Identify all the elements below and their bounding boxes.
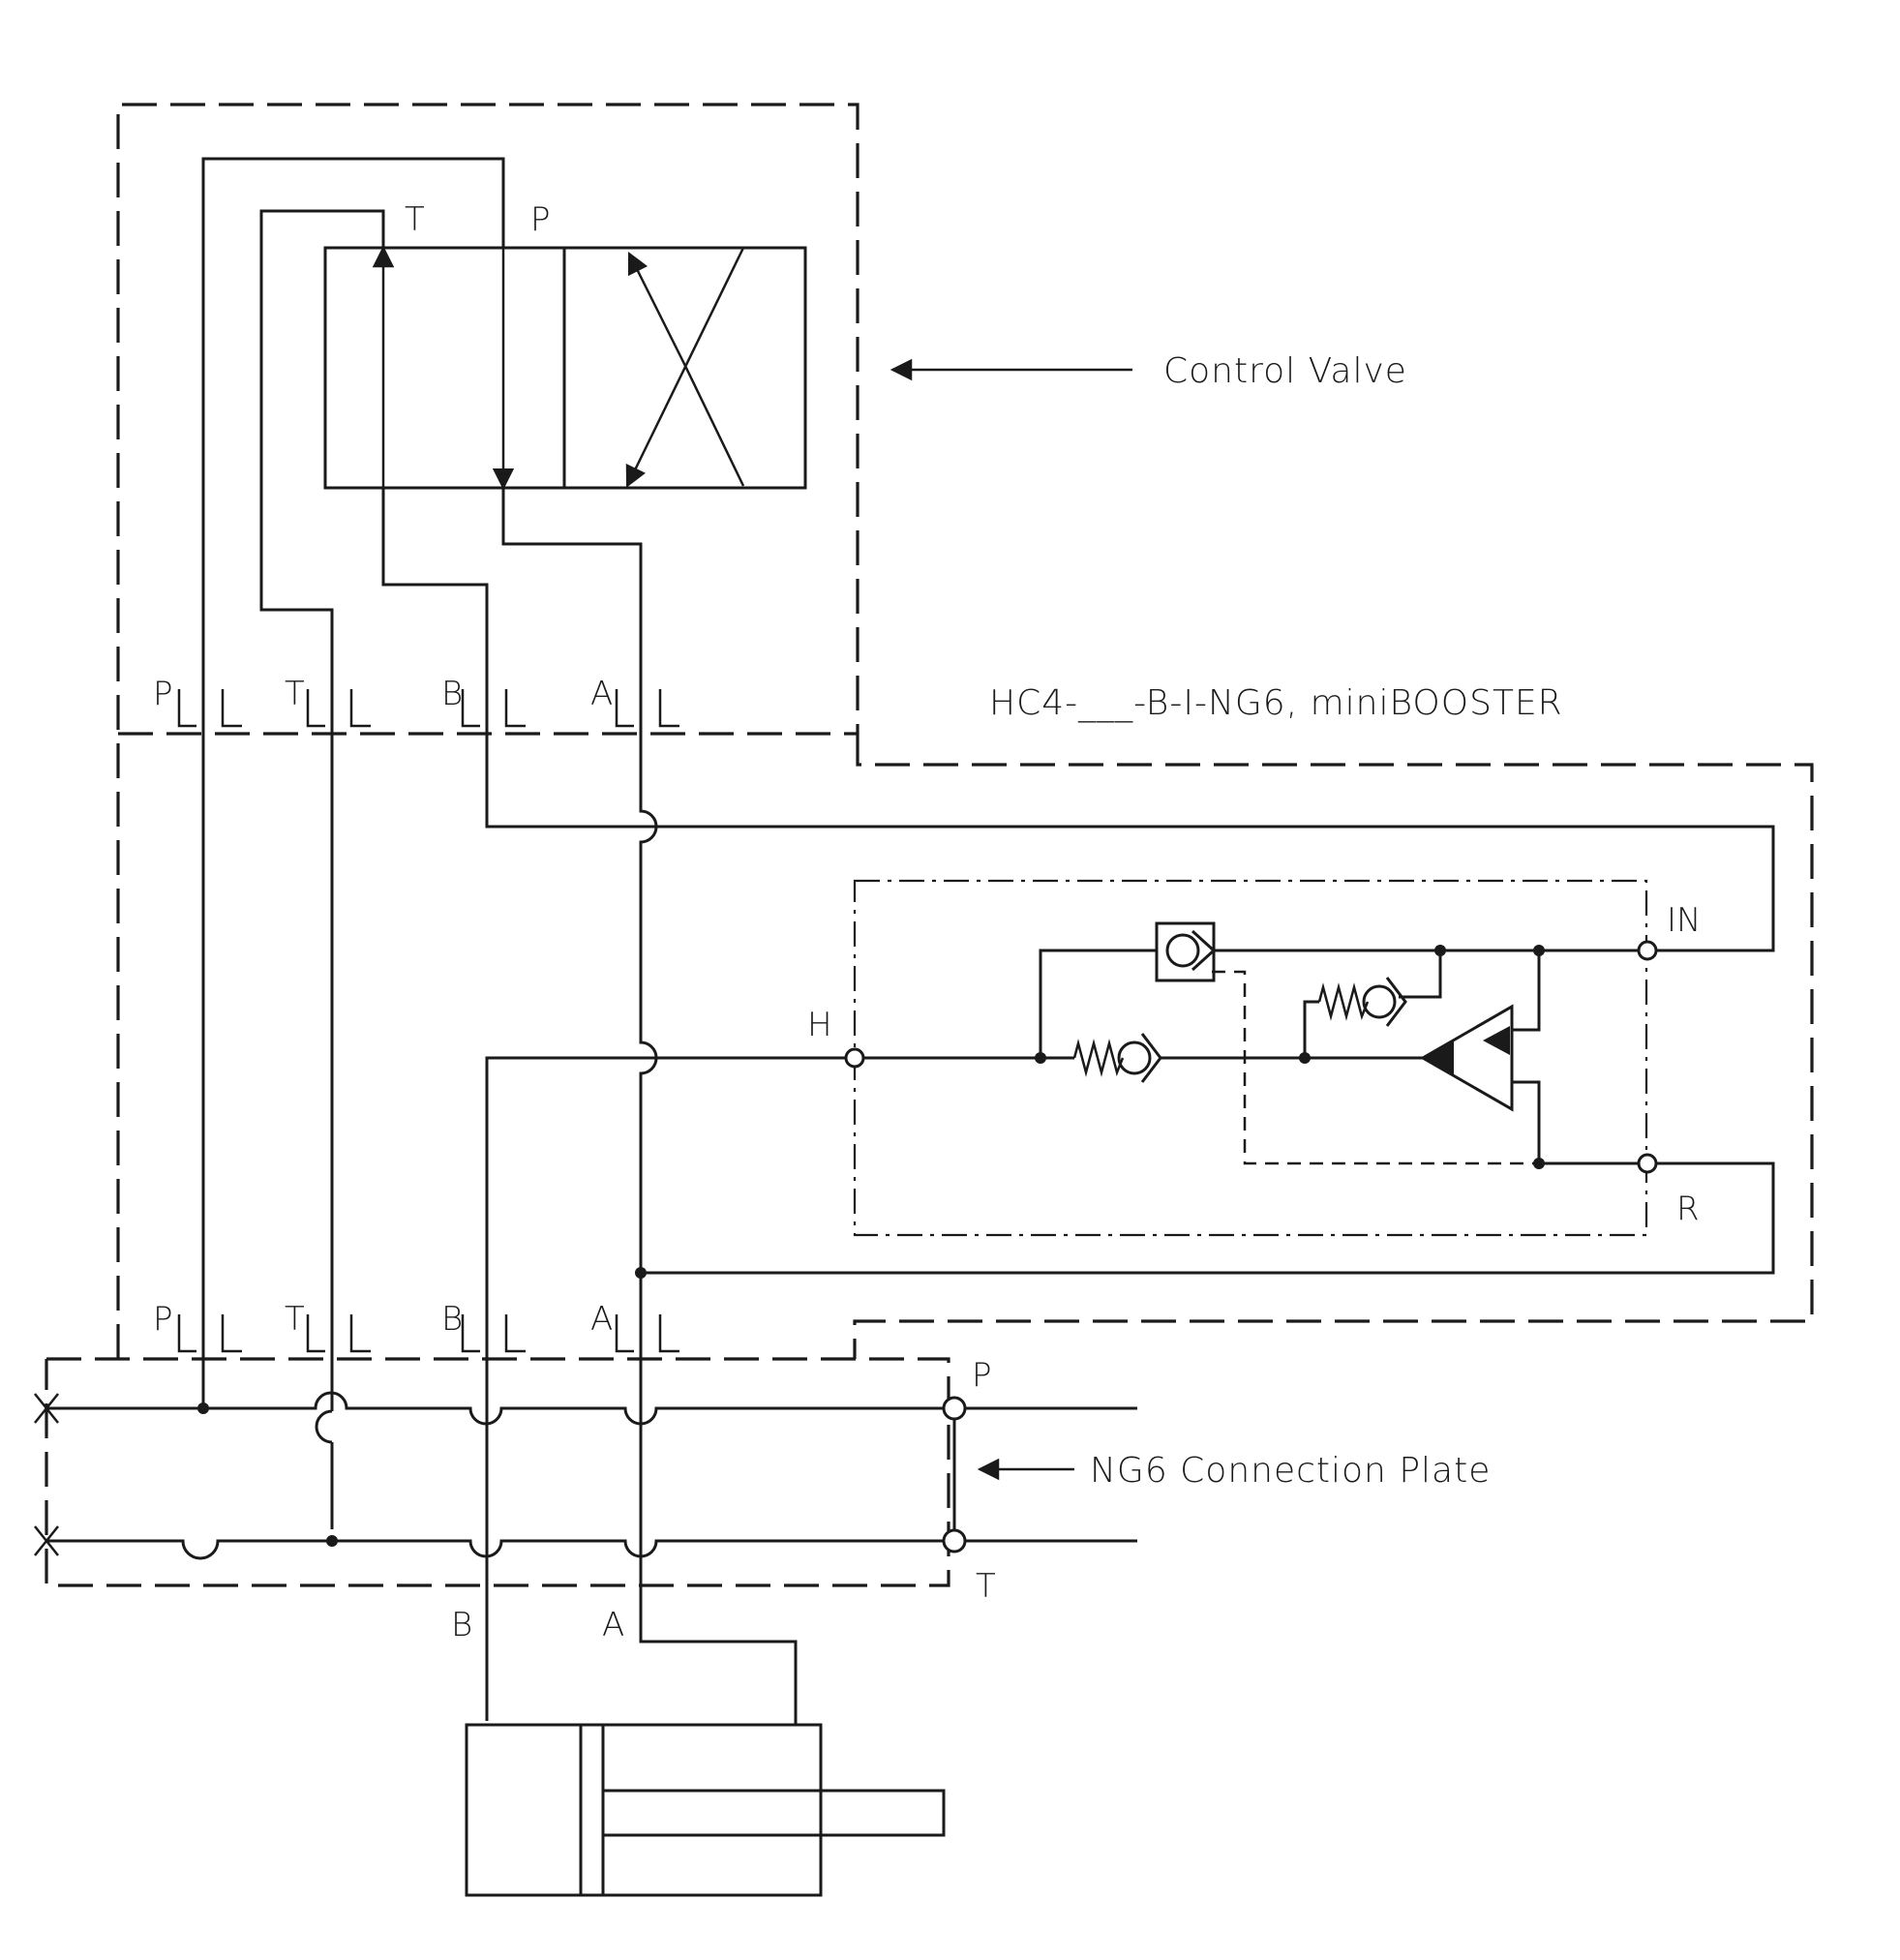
control-valve-body xyxy=(323,245,807,491)
pressure-intensifier-icon xyxy=(1419,1004,1514,1112)
interface-upper-t-label: T xyxy=(285,675,305,713)
connection-plate-label: NG6 Connection Plate xyxy=(1090,1451,1491,1491)
control-valve-label: Control Valve xyxy=(1163,351,1407,391)
interface-upper-a-label: A xyxy=(590,675,613,713)
interface-lower-t-label: T xyxy=(285,1300,305,1339)
cylinder-port-b-label: B xyxy=(451,1606,472,1644)
valve-port-p-label: P xyxy=(530,200,551,239)
junction-dots xyxy=(197,1267,647,1547)
connection-plate-enclosure xyxy=(45,1357,950,1587)
cylinder-port-a-label: A xyxy=(602,1606,624,1644)
valve-port-t-label: T xyxy=(405,200,425,239)
annotation-arrows xyxy=(890,358,1132,1481)
interface-lower-p-label: P xyxy=(153,1300,173,1339)
plate-port-t-label: T xyxy=(976,1567,996,1606)
booster-port-circles xyxy=(844,940,1658,1174)
spring-check-valve-icon xyxy=(1072,1033,1162,1083)
booster-port-r-label: R xyxy=(1676,1190,1700,1228)
plate-port-circles xyxy=(942,1396,967,1553)
interface-upper-b-label: B xyxy=(441,675,463,713)
booster-port-in-label: IN xyxy=(1667,901,1701,940)
minibooster-enclosure xyxy=(853,734,1814,1359)
booster-internal-circuit xyxy=(855,949,1647,1165)
interface-lower-b-label: B xyxy=(441,1300,463,1339)
hydraulic-lines xyxy=(46,157,1775,1725)
interface-upper-p-label: P xyxy=(153,675,173,713)
spring-check-valve-icon xyxy=(1317,977,1407,1027)
hydraulic-cylinder-icon xyxy=(465,1723,946,1897)
booster-port-h-label: H xyxy=(807,1006,832,1044)
interface-ports-upper xyxy=(177,689,679,728)
interface-ports-lower xyxy=(177,1314,679,1353)
minibooster-label: HC4-___-B-I-NG6, miniBOOSTER xyxy=(989,683,1563,723)
booster-junction-dots xyxy=(1035,945,1545,1169)
pilot-check-valve-icon xyxy=(1155,921,1217,982)
plate-port-p-label: P xyxy=(972,1356,992,1395)
plug-icon xyxy=(34,1393,59,1556)
interface-lower-a-label: A xyxy=(590,1300,613,1339)
